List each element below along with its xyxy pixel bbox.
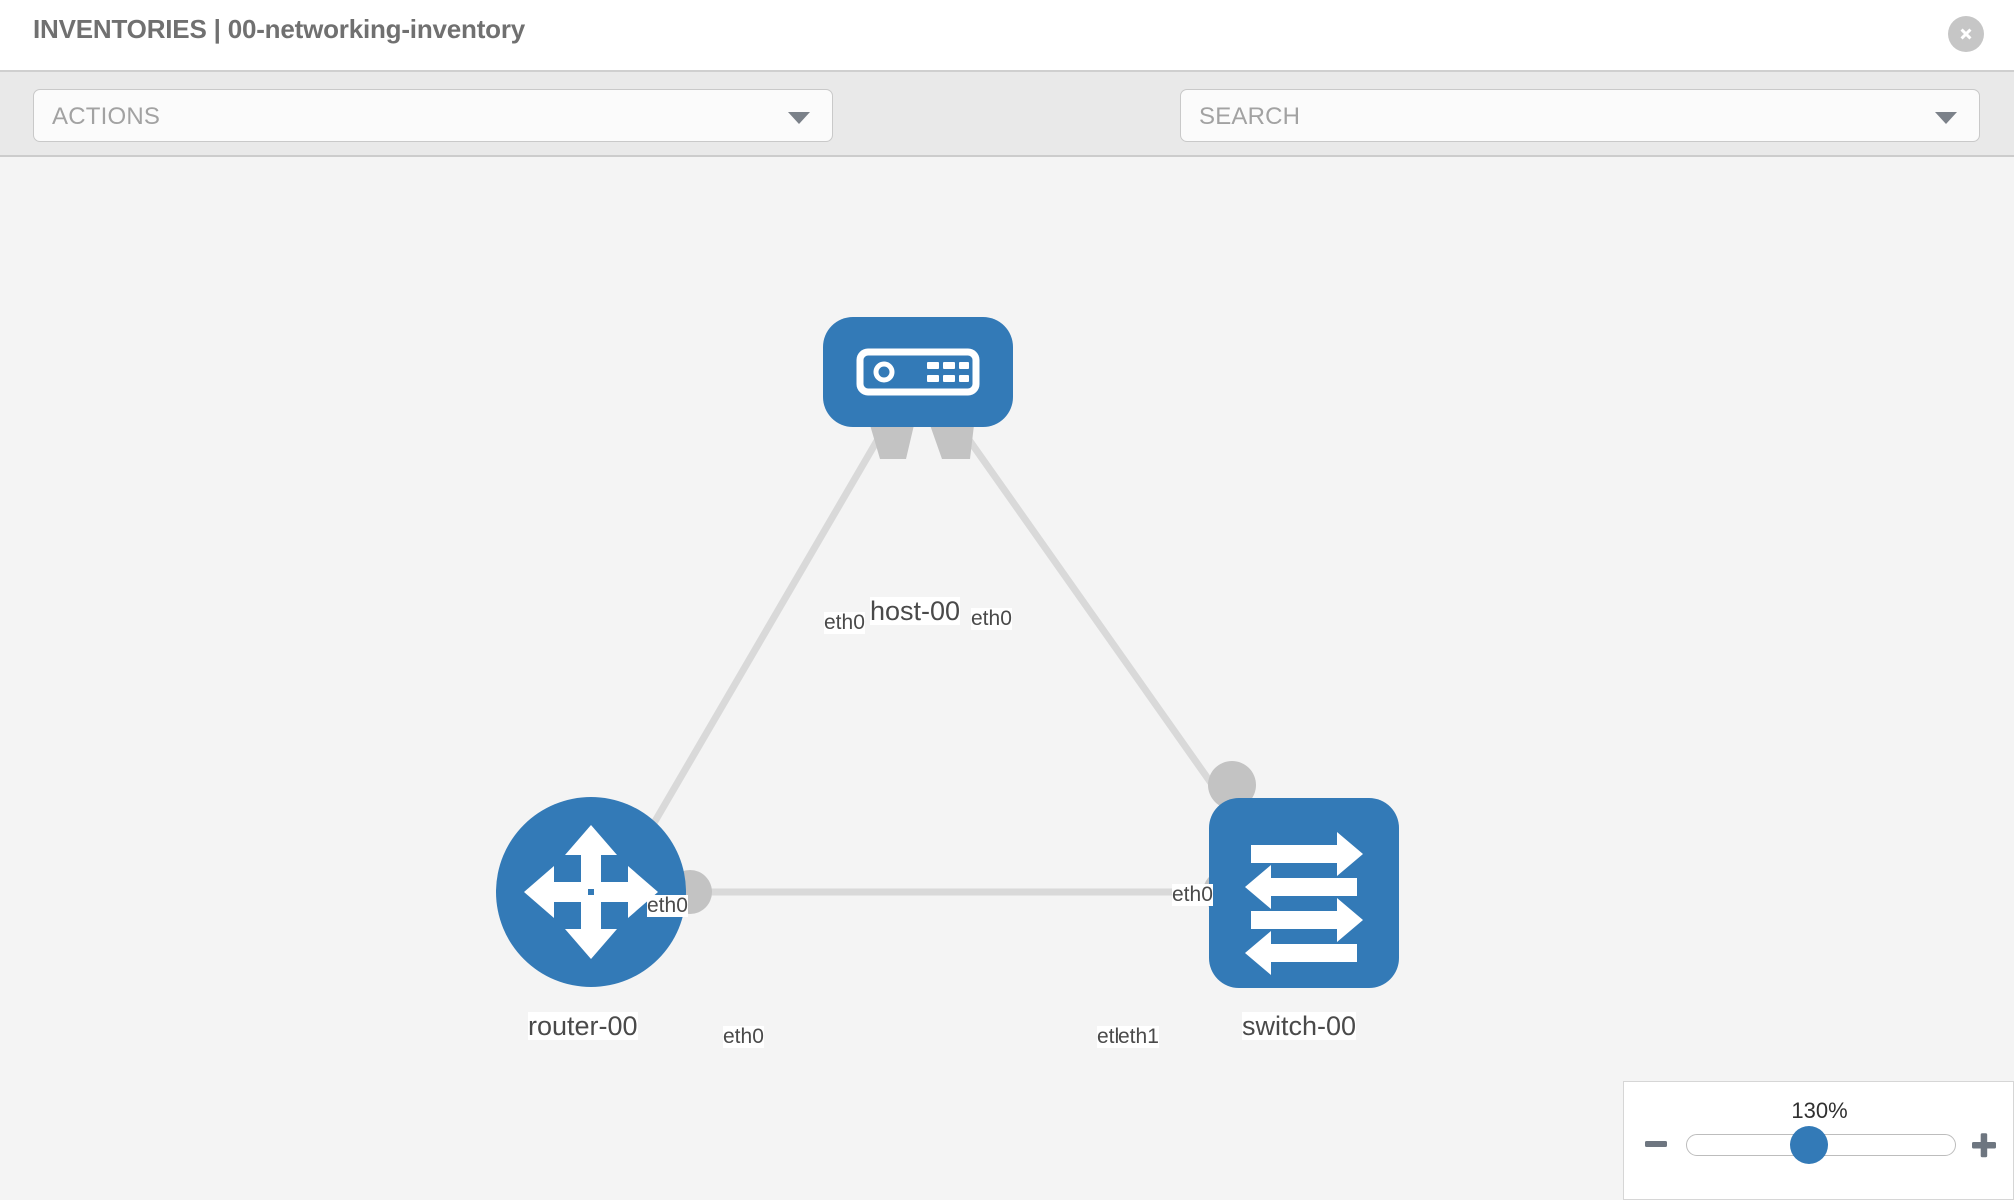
interface-label-switch-left: eth1	[1118, 1025, 1159, 1049]
minus-icon[interactable]	[1642, 1130, 1670, 1158]
link-connectors	[668, 425, 1256, 914]
node-label-host-00: host-00	[870, 596, 961, 626]
chevron-down-icon	[1935, 112, 1957, 124]
node-label-switch-00: switch-00	[1242, 1011, 1357, 1041]
link-edges	[636, 424, 1238, 896]
search-input[interactable]: SEARCH	[1180, 89, 1980, 142]
zoom-control-panel: 130%	[1623, 1081, 2014, 1200]
server-icon	[856, 348, 980, 396]
connector-host-right	[930, 425, 974, 459]
zoom-level-label: 130%	[1791, 1098, 1848, 1123]
page-header: INVENTORIES | 00-networking-inventory	[0, 0, 2014, 70]
router-arrows-icon	[524, 825, 658, 959]
node-label-router-00: router-00	[528, 1011, 638, 1041]
connector-host-left	[870, 425, 914, 459]
node-switch-00[interactable]	[1209, 798, 1399, 988]
topology-links	[636, 424, 1256, 914]
close-icon[interactable]	[1948, 16, 1984, 52]
topology-canvas[interactable]: eth0 host-00 eth0 eth0 eth0 eth0 eth0 et…	[0, 157, 2014, 1200]
node-router-00[interactable]	[496, 797, 686, 987]
search-input-placeholder: SEARCH	[1199, 103, 1301, 130]
connector-switch-top	[1208, 761, 1256, 809]
interface-label-switch-up: eth0	[1172, 883, 1213, 907]
link-host-router	[636, 425, 889, 849]
page-title: INVENTORIES | 00-networking-inventory	[33, 14, 526, 44]
zoom-slider-thumb[interactable]	[1790, 1126, 1828, 1164]
actions-dropdown-label: ACTIONS	[52, 103, 161, 130]
interface-label-host-right: eth0	[971, 607, 1012, 631]
switch-arrows-icon	[1245, 832, 1363, 975]
interface-label-router-up: eth0	[647, 894, 688, 918]
interface-label-router-right: eth0	[723, 1025, 764, 1049]
actions-dropdown[interactable]: ACTIONS	[33, 89, 833, 142]
chevron-down-icon	[788, 112, 810, 124]
plus-icon[interactable]	[1969, 1130, 1999, 1160]
link-host-switch	[957, 424, 1238, 820]
toolbar: ACTIONS SEARCH	[0, 70, 2014, 199]
interface-label-host-left: eth0	[824, 611, 865, 635]
node-host-00[interactable]	[823, 317, 1013, 427]
